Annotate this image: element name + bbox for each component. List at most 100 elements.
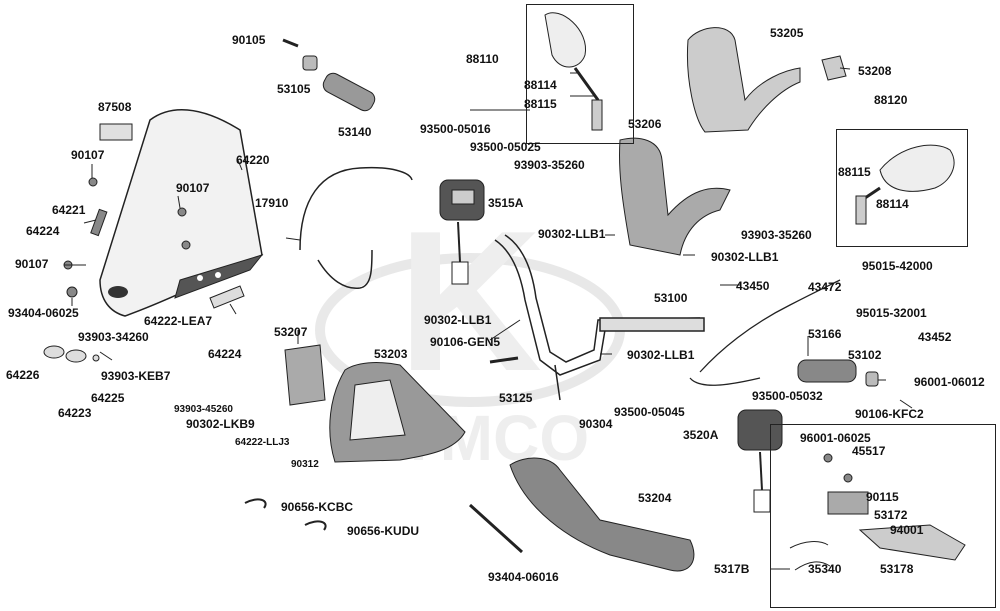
part-label-90115: 90115 (866, 490, 899, 504)
svg-text:K: K (398, 190, 542, 413)
part-label-64223: 64223 (58, 406, 92, 420)
part-label-90107-c: 90107 (15, 257, 49, 271)
clips-90656 (244, 498, 327, 531)
small-hardware-64223-group (43, 345, 113, 363)
part-label-90302-llb1-d: 90302-LLB1 (627, 348, 695, 362)
left-grip-53140 (282, 38, 376, 112)
bar-end-53102 (865, 371, 879, 387)
mirror-88120 (855, 144, 955, 225)
windshield-fasteners (63, 177, 191, 298)
part-label-90106-gen5: 90106-GEN5 (430, 335, 501, 349)
part-label-43472: 43472 (808, 280, 842, 294)
part-label-53140: 53140 (338, 125, 372, 139)
part-label-88115-b: 88115 (838, 165, 871, 179)
part-label-53172: 53172 (874, 508, 908, 522)
mirror-88110-box (526, 4, 634, 144)
part-label-90105: 90105 (232, 33, 266, 47)
brake-lever-assembly-5317b (789, 453, 966, 571)
part-label-93903-keb7: 93903-KEB7 (101, 369, 171, 383)
part-label-93903-35260-b: 93903-35260 (741, 228, 812, 242)
part-label-64222-lea7: 64222-LEA7 (144, 314, 213, 328)
part-label-3520a: 3520A (683, 428, 719, 442)
part-label-64225: 64225 (91, 391, 125, 405)
part-label-53208: 53208 (858, 64, 892, 78)
brake-lever-box (770, 424, 996, 608)
part-label-88115-a: 88115 (524, 97, 557, 111)
face-panel-53203 (329, 362, 466, 463)
part-label-93500-05032: 93500-05032 (752, 389, 823, 403)
part-label-93903-34260: 93903-34260 (78, 330, 149, 344)
part-label-90304: 90304 (579, 417, 613, 431)
part-label-88114-a: 88114 (524, 78, 557, 92)
part-label-53178: 53178 (880, 562, 914, 576)
part-label-64224-a: 64224 (26, 224, 60, 238)
right-grip-53166 (797, 359, 857, 383)
handlebar-53100 (494, 234, 705, 401)
part-label-93500-05016: 93500-05016 (420, 122, 491, 136)
bolt-90106-gen5 (489, 356, 519, 364)
part-label-93404-06016: 93404-06016 (488, 570, 559, 584)
mirror-88120-box (836, 129, 968, 247)
part-label-94001: 94001 (890, 523, 924, 537)
part-label-96001-06012: 96001-06012 (914, 375, 985, 389)
part-label-90302-llb1-c: 90302-LLB1 (424, 313, 492, 327)
part-label-53100: 53100 (654, 291, 688, 305)
part-label-43452: 43452 (918, 330, 952, 344)
part-label-45517: 45517 (852, 444, 886, 458)
part-label-35340: 35340 (808, 562, 842, 576)
part-label-90312: 90312 (291, 459, 319, 470)
mirror-88110 (544, 12, 603, 131)
part-label-53207: 53207 (274, 325, 308, 339)
left-switch-3515a (439, 179, 485, 285)
part-label-64221: 64221 (52, 203, 86, 217)
part-label-93500-05045: 93500-05045 (614, 405, 685, 419)
part-label-95015-42000: 95015-42000 (862, 259, 933, 273)
part-label-93903-35260-a: 93903-35260 (514, 158, 585, 172)
part-label-93903-45260: 93903-45260 (174, 404, 233, 415)
part-label-53206: 53206 (628, 117, 662, 131)
part-label-93404-06025: 93404-06025 (8, 306, 79, 320)
label-sticker-87508 (99, 123, 133, 141)
part-label-90656-kudu: 90656-KUDU (347, 524, 420, 538)
right-switch-3520a (737, 409, 783, 513)
part-label-53205: 53205 (770, 26, 804, 40)
part-label-53105: 53105 (277, 82, 311, 96)
part-53208 (821, 55, 847, 81)
part-label-90302-llb1-b: 90302-LLB1 (711, 250, 779, 264)
part-label-87508: 87508 (98, 100, 132, 114)
part-label-5317b: 5317B (714, 562, 750, 576)
part-label-53203: 53203 (374, 347, 408, 361)
upper-cover-53205 (686, 27, 801, 133)
part-label-90107-a: 90107 (71, 148, 105, 162)
part-label-17910: 17910 (255, 196, 289, 210)
part-label-96001-06025: 96001-06025 (800, 431, 871, 445)
part-label-88114-b: 88114 (876, 197, 909, 211)
part-label-88120: 88120 (874, 93, 908, 107)
part-label-64222-llj3: 64222-LLJ3 (235, 437, 290, 448)
part-label-90302-lkb9: 90302-LKB9 (186, 417, 255, 431)
part-label-90107-b: 90107 (176, 181, 210, 195)
part-label-88110: 88110 (466, 52, 499, 66)
part-label-53125: 53125 (499, 391, 533, 405)
part-label-43450: 43450 (736, 279, 770, 293)
panel-53207 (284, 344, 326, 406)
part-label-64220: 64220 (236, 153, 270, 167)
cover-53206 (618, 137, 731, 256)
part-label-90106-kfc2: 90106-KFC2 (855, 407, 924, 421)
part-label-95015-32001: 95015-32001 (856, 306, 927, 320)
part-label-53204: 53204 (638, 491, 672, 505)
part-label-64226: 64226 (6, 368, 40, 382)
part-label-93500-05025: 93500-05025 (470, 140, 541, 154)
part-label-53166: 53166 (808, 327, 842, 341)
inner-cover-53204 (509, 457, 695, 572)
part-label-90656-kcbc: 90656-KCBC (281, 500, 354, 514)
part-label-90302-llb1-a: 90302-LLB1 (538, 227, 606, 241)
bolt-93404-06016 (468, 503, 524, 554)
part-label-64224-b: 64224 (208, 347, 242, 361)
leader-lines (64, 67, 913, 570)
part-label-3515a: 3515A (488, 196, 524, 210)
brake-cable-43450 (689, 279, 841, 386)
throttle-cable-17910 (299, 166, 413, 289)
